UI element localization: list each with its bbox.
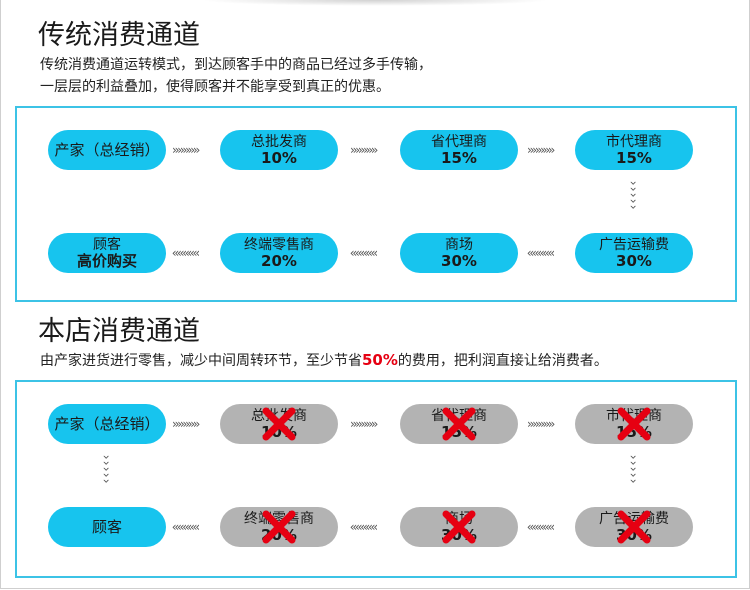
chevron-right-icon: »»»»» — [527, 417, 555, 431]
node-label: 产家（总经销） — [54, 141, 160, 159]
chevron-left-icon: ««««« — [350, 520, 378, 534]
node-label: 终端零售商 — [244, 511, 314, 527]
node-label: 市代理商 — [606, 134, 662, 150]
node-label: 总批发商 — [251, 134, 307, 150]
traditional-flow-box: 产家（总经销） »»»»» 总批发商 10% »»»»» 省代理商 15% »»… — [15, 106, 737, 302]
trad-node-retailer: 终端零售商 20% — [220, 233, 338, 273]
trad-node-provincial-agent: 省代理商 15% — [400, 130, 518, 170]
node-percent: 10% — [261, 149, 297, 167]
red-x-icon — [442, 510, 476, 544]
store-node-customer: 顾客 — [48, 507, 166, 547]
red-x-icon — [262, 407, 296, 441]
node-label: 产家（总经销） — [54, 415, 160, 433]
store-desc: 由产家进货进行零售，减少中间周转环节，至少节省50%的费用，把利润直接让给消费者… — [40, 351, 608, 369]
chevron-down-icon: ››››› — [99, 453, 114, 485]
store-desc-pre: 由产家进货进行零售，减少中间周转环节，至少节省 — [40, 353, 362, 369]
trad-node-wholesaler: 总批发商 10% — [220, 130, 338, 170]
chevron-left-icon: ««««« — [172, 246, 200, 260]
store-node-city-removed: 市代理商 15% — [575, 404, 693, 444]
traditional-desc-line1: 传统消费通道运转模式，到达顾客手中的商品已经过多手传输， — [40, 57, 432, 73]
chevron-down-icon: ››››› — [626, 453, 641, 485]
trad-node-city-agent: 市代理商 15% — [575, 130, 693, 170]
traditional-desc-line2: 一层层的利益叠加，使得顾客并不能享受到真正的优惠。 — [40, 79, 390, 95]
red-x-icon — [262, 510, 296, 544]
store-node-manufacturer: 产家（总经销） — [48, 404, 166, 444]
node-label: 广告运输费 — [599, 511, 669, 527]
store-desc-post: 的费用，把利润直接让给消费者。 — [397, 353, 608, 369]
node-label: 省代理商 — [431, 134, 487, 150]
store-flow-box: 产家（总经销） »»»»» 总批发商 10% »»»»» 省代理商 15% »»… — [15, 380, 737, 578]
top-shadow — [200, 0, 550, 6]
node-percent: 30% — [441, 252, 477, 270]
chevron-left-icon: ««««« — [527, 246, 555, 260]
chevron-right-icon: »»»»» — [350, 143, 378, 157]
node-percent: 15% — [441, 149, 477, 167]
store-desc-highlight: 50% — [362, 351, 398, 369]
node-label: 商场 — [445, 237, 473, 253]
store-title: 本店消费通道 — [38, 316, 200, 347]
chevron-down-icon: ››››› — [626, 179, 641, 211]
chevron-left-icon: ««««« — [350, 246, 378, 260]
chevron-right-icon: »»»»» — [350, 417, 378, 431]
trad-node-manufacturer: 产家（总经销） — [48, 130, 166, 170]
node-note: 高价购买 — [76, 252, 137, 270]
chevron-left-icon: ««««« — [172, 520, 200, 534]
node-label: 终端零售商 — [244, 237, 314, 253]
chevron-right-icon: »»»»» — [172, 417, 200, 431]
store-node-retailer-removed: 终端零售商 20% — [220, 507, 338, 547]
chevron-left-icon: ««««« — [527, 520, 555, 534]
node-percent: 20% — [261, 252, 297, 270]
store-node-ad-transport-removed: 广告运输费 30% — [575, 507, 693, 547]
node-label: 广告运输费 — [599, 237, 669, 253]
node-label: 顾客 — [93, 237, 121, 253]
red-x-icon — [442, 407, 476, 441]
red-x-icon — [617, 510, 651, 544]
chevron-right-icon: »»»»» — [527, 143, 555, 157]
traditional-title: 传统消费通道 — [38, 20, 200, 51]
chevron-right-icon: »»»»» — [172, 143, 200, 157]
store-node-provincial-removed: 省代理商 15% — [400, 404, 518, 444]
trad-node-mall: 商场 30% — [400, 233, 518, 273]
store-node-wholesaler-removed: 总批发商 10% — [220, 404, 338, 444]
node-label: 顾客 — [91, 518, 122, 536]
red-x-icon — [617, 407, 651, 441]
node-percent: 15% — [616, 149, 652, 167]
trad-node-customer: 顾客 高价购买 — [48, 233, 166, 273]
node-percent: 30% — [616, 252, 652, 270]
trad-node-ad-transport: 广告运输费 30% — [575, 233, 693, 273]
store-node-mall-removed: 商场 30% — [400, 507, 518, 547]
